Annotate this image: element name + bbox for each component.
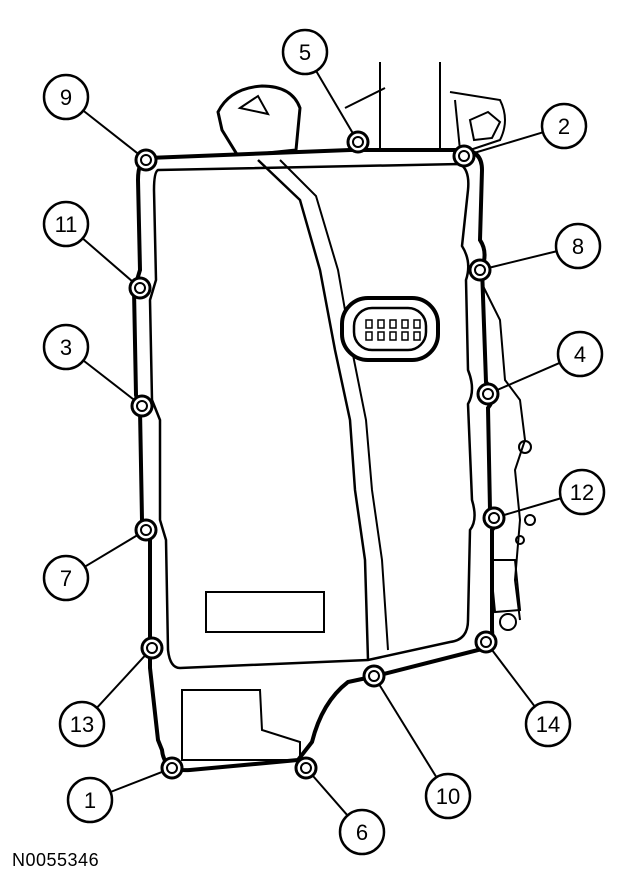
- bolt-4-center: [482, 388, 494, 400]
- callout-label-12: 12: [570, 480, 594, 505]
- callout-label-2: 2: [558, 114, 570, 139]
- bolt-heads: [128, 130, 506, 780]
- callout-bubble-11: [42, 200, 90, 248]
- filler-tube: [216, 84, 302, 158]
- figure-id-label: N0055346: [12, 850, 100, 870]
- callout-bubble-12: [558, 468, 606, 516]
- bolt-3-center: [136, 400, 148, 412]
- callout-label-11: 11: [55, 212, 78, 237]
- callout-bubble-13: [58, 700, 106, 748]
- bolt-8-center: [474, 264, 486, 276]
- callout-label-8: 8: [572, 234, 584, 259]
- bolt-1-center: [166, 762, 178, 774]
- leader-line-2: [473, 131, 544, 155]
- callout-bubble-6: [338, 808, 386, 856]
- background-components: [344, 62, 536, 631]
- callout-label-4: 4: [574, 342, 586, 367]
- callout-bubble-4: [556, 330, 604, 378]
- leader-line-4: [496, 361, 561, 391]
- callout-bubble-2: [540, 102, 588, 150]
- callout-label-14: 14: [536, 712, 560, 737]
- bolt-12-center: [488, 512, 500, 524]
- bolt-7-center: [140, 524, 152, 536]
- leader-line-14: [491, 649, 536, 708]
- callout-label-5: 5: [299, 40, 311, 65]
- bolt-11-center: [134, 282, 146, 294]
- electrical-connector: [340, 296, 440, 362]
- callout-bubble-1: [66, 776, 114, 824]
- leader-line-11: [81, 237, 134, 283]
- bolt-9-center: [140, 154, 152, 166]
- callout-bubble-5: [281, 28, 329, 76]
- leader-line-12: [503, 497, 562, 517]
- leader-line-9: [82, 109, 139, 155]
- bolt-14-center: [480, 636, 492, 648]
- callout-bubble-3: [42, 323, 90, 371]
- callout-bubble-14: [524, 700, 572, 748]
- callout-bubble-10: [424, 772, 472, 820]
- leader-line-1: [110, 770, 164, 793]
- leader-line-5: [315, 70, 354, 134]
- callout-bubble-8: [554, 222, 602, 270]
- leader-line-10: [378, 683, 438, 778]
- leader-line-13: [96, 654, 146, 709]
- bolt-6-center: [300, 762, 312, 774]
- bolt-2-center: [458, 150, 470, 162]
- bolt-13-center: [146, 642, 158, 654]
- callout-label-1: 1: [84, 788, 96, 813]
- leader-line-6: [311, 774, 349, 817]
- callout-label-9: 9: [60, 85, 72, 110]
- cover-body: [131, 148, 499, 773]
- callout-label-13: 13: [70, 712, 94, 737]
- callout-bubble-9: [42, 73, 90, 121]
- leader-line-7: [84, 534, 138, 568]
- leader-line-8: [489, 250, 557, 269]
- callout-label-6: 6: [356, 820, 368, 845]
- bolt-10-center: [368, 670, 380, 682]
- callout-label-10: 10: [436, 784, 460, 809]
- callout-bubble-7: [42, 554, 90, 602]
- callout-label-7: 7: [60, 566, 72, 591]
- callout-label-3: 3: [60, 335, 72, 360]
- bolt-5-center: [352, 136, 364, 148]
- leader-line-3: [82, 359, 135, 401]
